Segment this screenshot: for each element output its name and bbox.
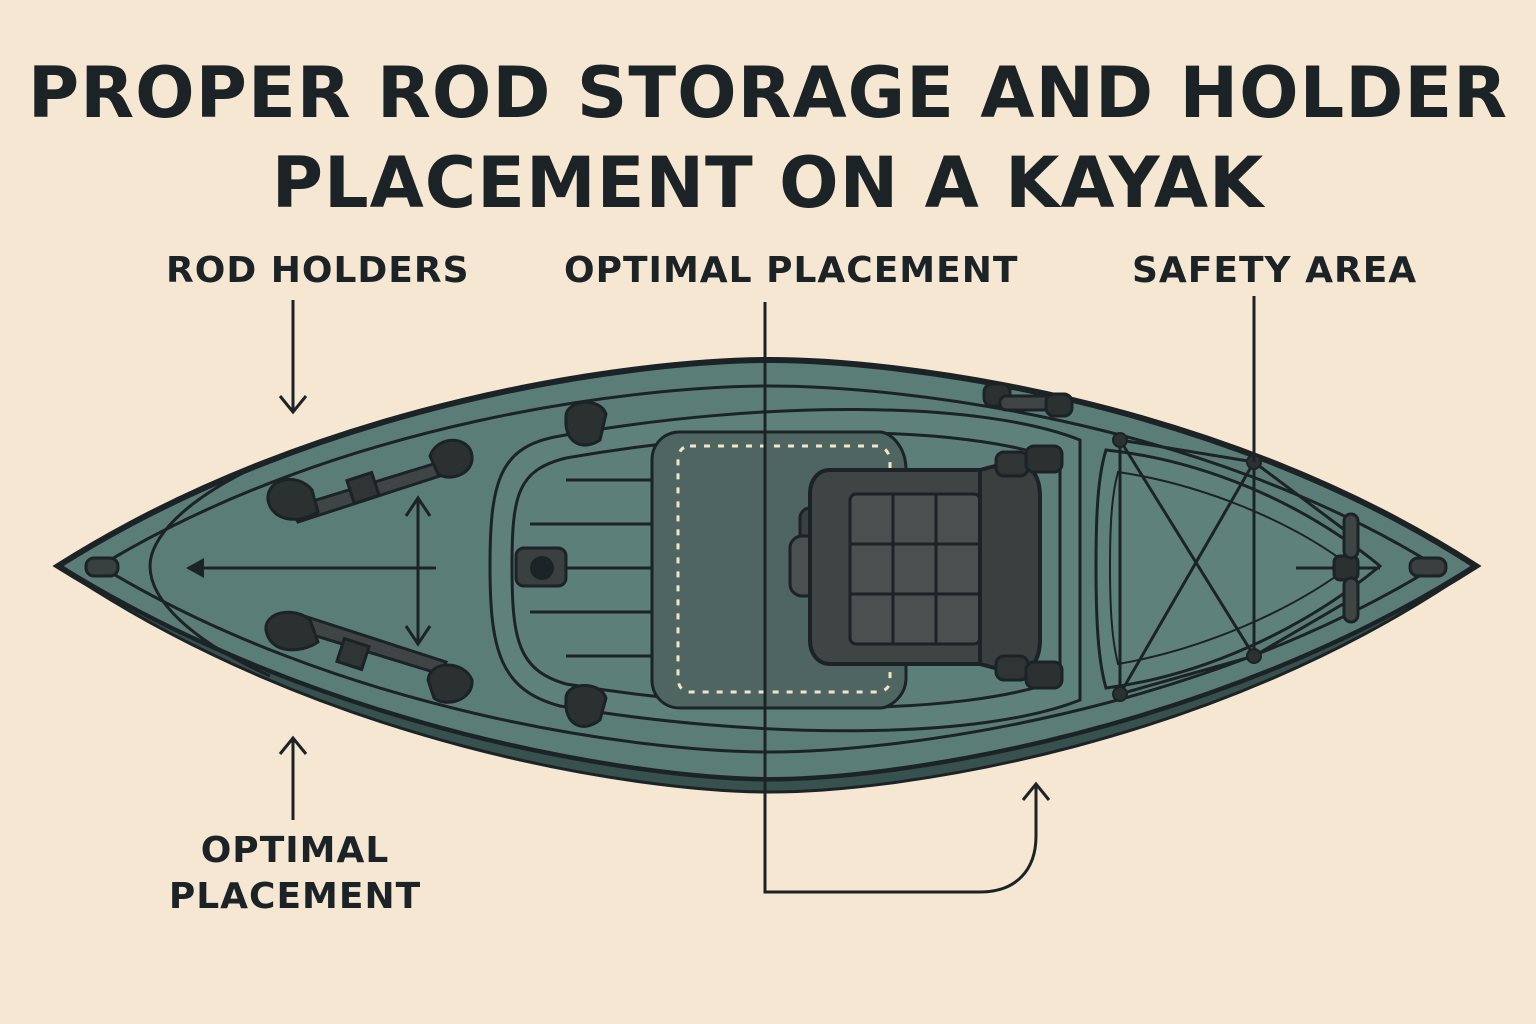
stern-tank-well (1094, 448, 1383, 690)
optimal-placement-dashed-outline (676, 444, 892, 694)
rod-holder-icon (266, 478, 320, 521)
callout-lines (278, 296, 1256, 894)
rod-holder-icon (426, 663, 474, 704)
label-rod-holders: ROD HOLDERS (166, 250, 470, 291)
title-line-2: PLACEMENT ON A KAYAK (271, 142, 1265, 224)
arrow-up-icon (404, 495, 432, 517)
arrow-up-icon (1021, 781, 1051, 801)
page-title: PROPER ROD STORAGE AND HOLDER PLACEMENT … (0, 48, 1536, 228)
arrow-up-icon (278, 735, 308, 755)
label-safety-area: SAFETY AREA (1132, 250, 1418, 291)
label-optimal-placement-top: OPTIMAL PLACEMENT (564, 250, 1019, 291)
bow-deck-line (148, 458, 271, 678)
bow-handle-icon (84, 556, 120, 578)
label-optimal-placement-bottom-line-1: OPTIMAL (200, 830, 390, 871)
center-mount-icon (514, 546, 568, 588)
bow-arrows (186, 495, 436, 647)
rod-holder-icon (264, 610, 320, 652)
arrow-left-icon (186, 558, 204, 578)
d-ring-icon (564, 400, 608, 447)
rod-holder-bottom (264, 610, 474, 704)
seat-icon (788, 444, 1064, 690)
d-ring-icon (564, 684, 608, 728)
label-optimal-placement-bottom: OPTIMAL PLACEMENT (160, 828, 430, 920)
stern-handle-icon (1408, 556, 1448, 578)
bungee-cord-icon (1118, 438, 1351, 696)
title-line-1: PROPER ROD STORAGE AND HOLDER (27, 52, 1509, 134)
stern-toggle-icon (1296, 512, 1380, 624)
arrow-down-icon (404, 625, 432, 647)
arrow-down-icon (278, 395, 308, 415)
carry-handle-icon (982, 382, 1074, 418)
rod-holder-top (266, 438, 474, 524)
label-optimal-placement-bottom-line-2: PLACEMENT (168, 876, 422, 917)
rod-holder-icon (428, 438, 474, 479)
